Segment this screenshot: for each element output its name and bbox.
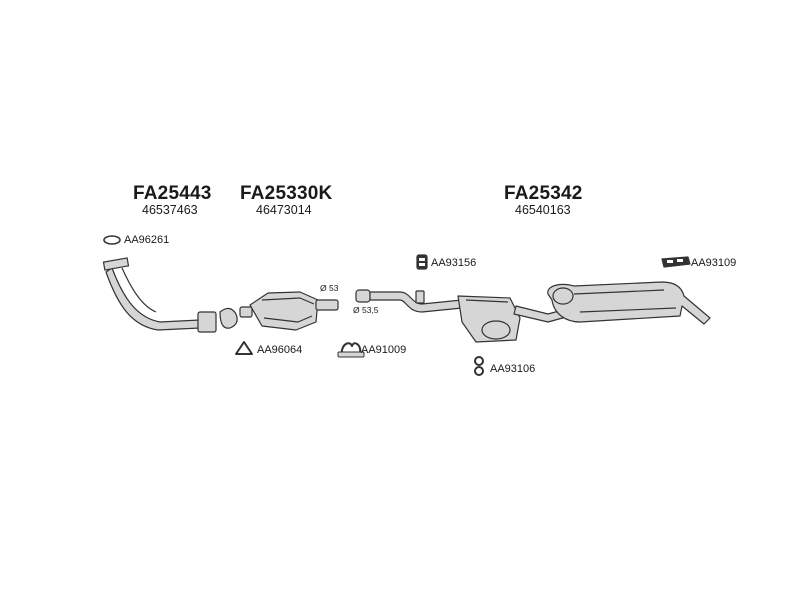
assembly-oe-46540163: 46540163 [515,203,571,217]
front-pipe [102,257,217,333]
assembly-code-fa25330k: FA25330K [240,183,333,204]
assembly-code-fa25342: FA25342 [504,183,583,204]
assembly-code-fa25443: FA25443 [133,183,212,204]
part-label-aa91009: AA91009 [361,344,407,356]
part-label-aa96261: AA96261 [124,234,170,246]
rear-silencer [547,281,711,325]
diameter-label-53-5: Ø 53,5 [353,305,379,315]
part-label-aa93109: AA93109 [691,257,737,269]
rubber-mount-icon-aa93156 [416,254,428,270]
gasket-icon-aa96261 [103,235,121,245]
gasket-icon-aa96064 [235,341,253,355]
center-silencer [457,295,521,343]
part-label-aa96064: AA96064 [257,344,303,356]
catalytic-converter [239,291,339,331]
assembly-oe-46473014: 46473014 [256,203,312,217]
part-label-aa93156: AA93156 [431,257,477,269]
rubber-mount-icon-aa93106 [474,356,484,376]
rubber-mount-icon-aa93109 [661,256,691,268]
part-label-aa93106: AA93106 [490,363,536,375]
assembly-oe-46537463: 46537463 [142,203,198,217]
clamp-icon-aa91009 [337,342,365,358]
joint-gasket [219,307,238,329]
diameter-label-53: Ø 53 [320,283,339,293]
